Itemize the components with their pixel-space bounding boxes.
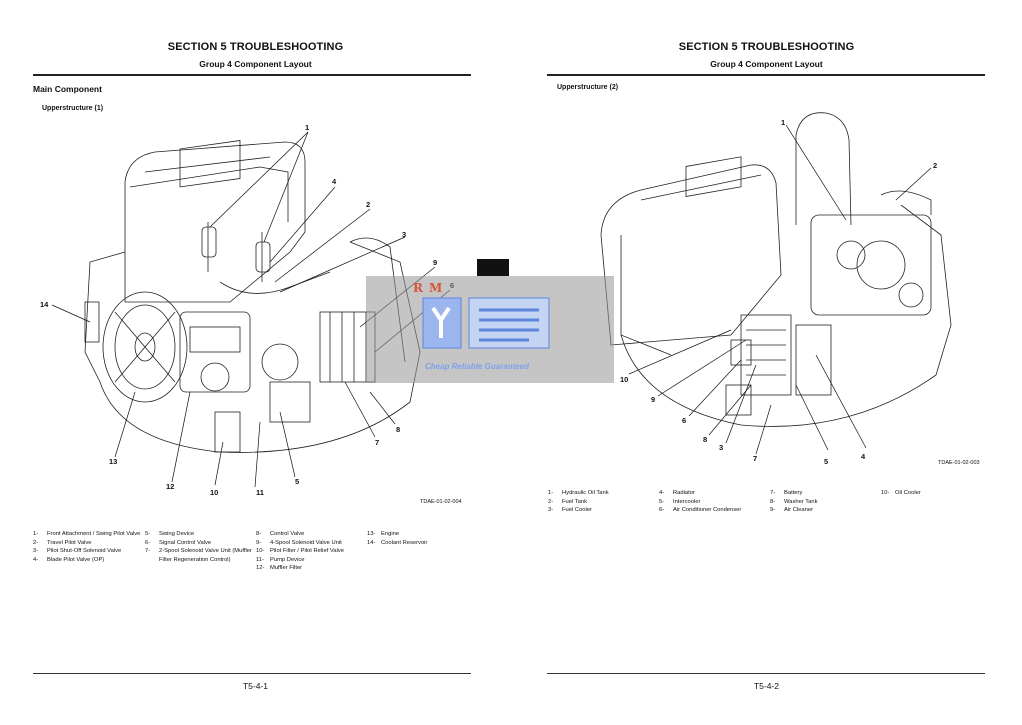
- legend-col-3: 8-Control Valve 9-4-Spool Solenoid Valve…: [256, 530, 364, 573]
- callout-13: 13: [109, 457, 117, 466]
- callout-7: 7: [753, 454, 757, 463]
- legend-item: 14-Coolant Reservoir: [367, 539, 428, 546]
- section-title: SECTION 5 TROUBLESHOOTING: [167, 41, 344, 53]
- legend-item: 4-Radiator: [659, 490, 695, 496]
- callout-5: 5: [295, 477, 299, 486]
- legend-item: 1-Front Attachment / Swing Pilot Valve: [33, 531, 141, 537]
- legend-item: 12-Muffler Filter: [256, 565, 303, 572]
- callout-9: 9: [651, 395, 655, 404]
- legend-item: 13-Engine: [367, 531, 400, 537]
- legend-col-4: 13-Engine 14-Coolant Reservoir: [367, 530, 467, 547]
- legend-item: 9-Air Cleaner: [770, 507, 813, 514]
- callout-11: 11: [256, 488, 264, 497]
- callout-3: 3: [719, 443, 723, 452]
- section-title: SECTION 5 TROUBLESHOOTING: [678, 41, 855, 53]
- callout-9: 9: [433, 258, 437, 267]
- watermark-logo-icon: [422, 297, 550, 349]
- upperstructure-2-illustration: 1 2 3 4 5 6 7 8 9 10: [600, 112, 952, 465]
- sub-heading: Upperstructure (2): [557, 84, 619, 91]
- page-number: T5-4-2: [753, 681, 780, 691]
- watermark-panel: [366, 276, 614, 383]
- legend-item: 1-Hydraulic Oil Tank: [548, 490, 609, 496]
- legend-item: 5-Intercooler: [659, 498, 701, 505]
- legend-item: 5-Swing Device: [145, 531, 195, 537]
- callout-1: 1: [305, 123, 309, 132]
- callout-10: 10: [620, 375, 628, 384]
- legend-item: 7-Battery: [770, 490, 803, 496]
- legend-item: 10-Oil Cooler: [881, 490, 921, 496]
- legend-col-3: 7-Battery 8-Washer Tank 9-Air Cleaner: [770, 489, 878, 515]
- header-rule: [547, 74, 985, 76]
- legend-item: 3-Fuel Cooler: [548, 507, 592, 514]
- footer-rule: [33, 673, 471, 674]
- figure-code: TDAE-01-02-003: [938, 460, 980, 466]
- callout-4: 4: [861, 452, 866, 461]
- legend-col-4: 10-Oil Cooler: [881, 489, 981, 498]
- right-page: SECTION 5 TROUBLESHOOTING Group 4 Compon…: [511, 0, 1022, 725]
- watermark-tagline: Cheap Reliable Guaranteed: [425, 362, 530, 371]
- callout-4: 4: [332, 177, 337, 186]
- callout-8: 8: [703, 435, 707, 444]
- legend-item: 6-Signal Control Valve: [145, 539, 212, 546]
- callout-6: 6: [682, 416, 686, 425]
- callout-2: 2: [933, 161, 937, 170]
- legend-item: 10-Pilot Filter / Pilot Relief Valve: [256, 548, 344, 555]
- legend-item: 8-Washer Tank: [770, 498, 818, 505]
- figure-code: TDAE-01-02-004: [420, 499, 462, 505]
- callout-12: 12: [166, 482, 174, 491]
- left-page: SECTION 5 TROUBLESHOOTING Group 4 Compon…: [33, 41, 471, 691]
- binding-marker: [477, 259, 509, 276]
- legend-col-2: 4-Radiator 5-Intercooler 6-Air Condition…: [659, 489, 767, 515]
- legend-item: 11-Pump Device: [256, 556, 305, 563]
- callout-14: 14: [40, 300, 49, 309]
- sub-heading: Upperstructure (1): [42, 105, 104, 112]
- callout-3: 3: [402, 230, 406, 239]
- upperstructure-1-illustration: 1 2 3 4 5 6 7 8 9 10 11 12 13 14: [40, 123, 454, 497]
- legend-item: 8-Control Valve: [256, 531, 305, 537]
- legend-col-1: 1-Hydraulic Oil Tank 2-Fuel Tank 3-Fuel …: [548, 489, 656, 515]
- legend-item: 2-Fuel Tank: [548, 498, 588, 505]
- callout-10: 10: [210, 488, 218, 497]
- legend-col-1: 1-Front Attachment / Swing Pilot Valve 2…: [33, 530, 141, 564]
- watermark-letters: RM: [413, 281, 449, 295]
- legend-item: 3-Pilot Shut-Off Solenoid Valve: [33, 548, 122, 555]
- legend-item: 2-Travel Pilot Valve: [33, 539, 92, 546]
- callout-2: 2: [366, 200, 370, 209]
- footer-rule: [547, 673, 985, 674]
- legend-item: 9-4-Spool Solenoid Valve Unit: [256, 539, 342, 546]
- callout-5: 5: [824, 457, 828, 465]
- legend-item: 7-2-Spool Solenoid Valve Unit (Muffler F…: [145, 548, 252, 563]
- callout-8: 8: [396, 425, 400, 434]
- page-number: T5-4-1: [242, 681, 269, 691]
- callout-1: 1: [781, 118, 785, 127]
- legend-item: 4-Blade Pilot Valve (OP): [33, 556, 105, 563]
- legend-col-2: 5-Swing Device 6-Signal Control Valve 7-…: [145, 530, 253, 564]
- header-rule: [33, 74, 471, 76]
- callout-7: 7: [375, 438, 379, 447]
- legend-item: 6-Air Conditioner Condenser: [659, 507, 742, 514]
- group-title: Group 4 Component Layout: [710, 59, 823, 69]
- group-title: Group 4 Component Layout: [199, 59, 312, 69]
- main-heading: Main Component: [33, 84, 102, 94]
